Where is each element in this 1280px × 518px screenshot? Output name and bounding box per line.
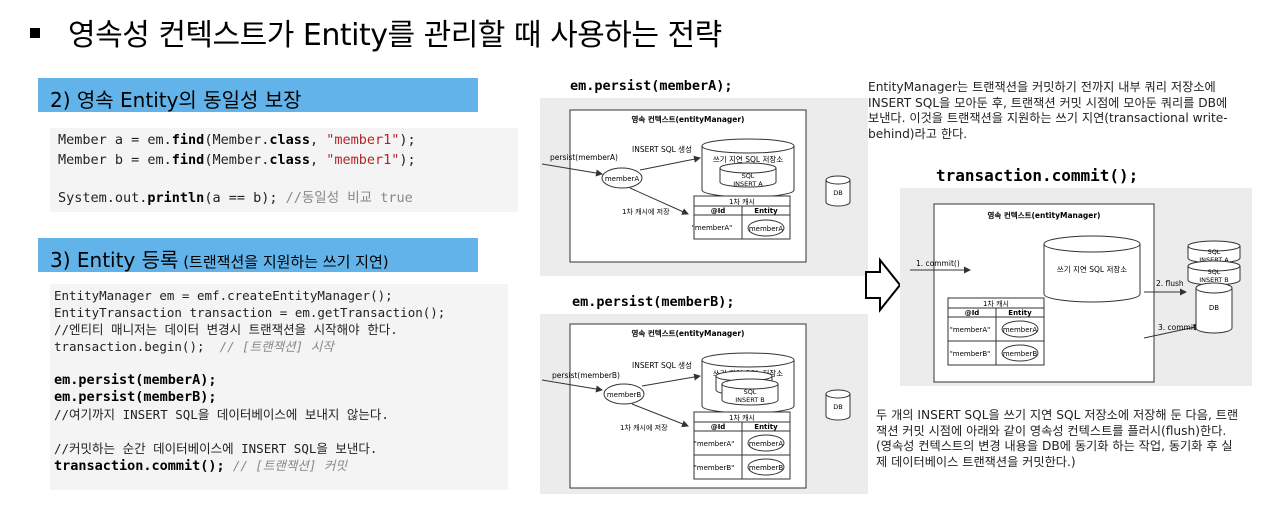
svg-text:INSERT B: INSERT B (735, 396, 765, 404)
db-cylinder (825, 180, 851, 207)
svg-text:memberA: memberA (749, 225, 784, 233)
svg-text:1. commit(): 1. commit() (916, 259, 960, 268)
svg-text:memberB: memberB (1003, 350, 1038, 358)
code-line-1: Member a = em.find(Member.class, "member… (58, 132, 416, 148)
code3-line-7: //여기까지 INSERT SQL을 데이터베이스에 보내지 않는다. (54, 407, 389, 422)
sql-store-cylinder (1043, 244, 1141, 303)
svg-text:memberA: memberA (1003, 326, 1038, 334)
svg-text:1차 캐시: 1차 캐시 (729, 413, 755, 422)
sql-insert-a-2: INSERT A (733, 180, 763, 188)
svg-text:INSERT B: INSERT B (1199, 276, 1229, 284)
diagram-a-svg: 영속 컨텍스트(entityManager) persist(memberA) … (541, 109, 851, 263)
db-cylinder (825, 394, 851, 421)
page-title: 영속성 컨텍스트가 Entity를 관리할 때 사용하는 전략 (30, 10, 722, 54)
diagram-a-panel: 영속 컨텍스트(entityManager) persist(memberA) … (540, 98, 868, 276)
svg-text:INSERT SQL 생성: INSERT SQL 생성 (632, 360, 692, 370)
section3-heading-subtext: (트랜잭션을 지원하는 쓰기 지연) (178, 253, 389, 271)
svg-text:"memberB": "memberB" (950, 350, 991, 358)
diagram-c-panel: 영속 컨텍스트(entityManager) 1. commit() 쓰기 지연… (900, 188, 1252, 386)
svg-text:"memberB": "memberB" (694, 464, 735, 472)
svg-text:memberB: memberB (607, 391, 642, 399)
diagram-b-panel: 영속 컨텍스트(entityManager) persist(memberB) … (540, 314, 868, 494)
svg-text:@Id: @Id (965, 309, 980, 317)
svg-text:3. commit: 3. commit (1158, 323, 1196, 332)
db-cylinder (1195, 288, 1233, 334)
code3-line-4: transaction.begin(); // [트랜잭션] 시작 (54, 339, 334, 354)
svg-text:1차 캐시: 1차 캐시 (983, 299, 1009, 308)
svg-text:DB: DB (1209, 304, 1219, 312)
section3-heading-text: 3) Entity 등록 (50, 248, 179, 272)
svg-text:SQL: SQL (1208, 268, 1221, 276)
svg-text:2. flush: 2. flush (1156, 279, 1184, 288)
code3-line-6: em.persist(memberB); (54, 389, 217, 405)
svg-text:DB: DB (833, 403, 842, 411)
svg-text:@Id: @Id (711, 423, 726, 431)
note-top: EntityManager는 트랜잭션을 커밋하기 전까지 내부 쿼리 저장소에… (868, 80, 1228, 141)
code-line-3: System.out.println(a == b); //동일성 비교 tru… (58, 190, 413, 206)
svg-text:memberA: memberA (749, 440, 784, 448)
section2-heading-text: 2) 영속 Entity의 동일성 보장 (50, 88, 302, 112)
svg-text:SQL: SQL (1208, 248, 1221, 256)
code3-line-3: //엔티티 매니저는 데이터 변경시 트랜잭션을 시작해야 한다. (54, 322, 398, 337)
sql-insert-a-1: SQL (742, 172, 755, 180)
diagram-b-heading: em.persist(memberB); (572, 294, 735, 310)
bullet-icon (30, 27, 40, 38)
persist-label: persist(memberA) (550, 153, 618, 162)
svg-text:"memberA": "memberA" (694, 440, 735, 448)
svg-text:쓰기 지연 SQL 저장소: 쓰기 지연 SQL 저장소 (1057, 264, 1127, 274)
page-title-text: 영속성 컨텍스트가 Entity를 관리할 때 사용하는 전략 (68, 18, 722, 53)
svg-text:1차 캐시에 저장: 1차 캐시에 저장 (620, 423, 668, 432)
diagram-b-svg: 영속 컨텍스트(entityManager) persist(memberB) … (541, 323, 851, 489)
svg-text:Entity: Entity (754, 423, 778, 431)
svg-text:"memberA": "memberA" (692, 224, 733, 232)
svg-text:@Id: @Id (711, 207, 726, 215)
diagram-c-heading: transaction.commit(); (936, 166, 1139, 185)
section2-code-block: Member a = em.find(Member.class, "member… (50, 128, 518, 212)
svg-text:SQL: SQL (744, 388, 757, 396)
code3-line-5: em.persist(memberA); (54, 372, 217, 388)
entity-node (603, 383, 645, 405)
svg-text:Entity: Entity (754, 207, 778, 215)
code3-line-9: transaction.commit(); // [트랜잭션] 커밋 (54, 458, 347, 474)
cache-store-label: 1차 캐시에 저장 (622, 207, 670, 216)
context-label: 영속 컨텍스트(entityManager) (631, 114, 744, 124)
svg-text:"memberA": "memberA" (950, 326, 991, 334)
svg-text:memberB: memberB (749, 464, 784, 472)
next-step-arrow-icon (865, 257, 902, 313)
code3-line-8: //커밋하는 순간 데이터베이스에 INSERT SQL을 보낸다. (54, 441, 378, 456)
code-line-2: Member b = em.find(Member.class, "member… (58, 152, 416, 168)
svg-text:INSERT A: INSERT A (1199, 256, 1229, 264)
svg-text:영속 컨텍스트(entityManager): 영속 컨텍스트(entityManager) (631, 328, 744, 338)
diagram-a-heading: em.persist(memberA); (570, 78, 733, 94)
note-bottom: 두 개의 INSERT SQL을 쓰기 지연 SQL 저장소에 저장해 둔 다음… (876, 408, 1239, 469)
svg-text:영속 컨텍스트(entityManager): 영속 컨텍스트(entityManager) (987, 210, 1100, 220)
svg-text:memberA: memberA (605, 175, 640, 183)
svg-text:Entity: Entity (1008, 309, 1032, 317)
insert-label: INSERT SQL 생성 (632, 144, 692, 154)
svg-text:persist(memberB): persist(memberB) (552, 371, 620, 380)
store-label: 쓰기 지연 SQL 저장소 (713, 154, 783, 164)
diagram-c-svg: 영속 컨텍스트(entityManager) 1. commit() 쓰기 지연… (910, 203, 1241, 383)
code3-line-1: EntityManager em = emf.createEntityManag… (54, 288, 393, 303)
section3-heading: 3) Entity 등록 (트랜잭션을 지원하는 쓰기 지연) (38, 238, 478, 272)
code3-line-2: EntityTransaction transaction = em.getTr… (54, 305, 446, 320)
entity-node (601, 167, 643, 189)
cache-label: 1차 캐시 (729, 197, 755, 206)
svg-text:DB: DB (833, 189, 842, 197)
section3-code-block: EntityManager em = emf.createEntityManag… (50, 284, 508, 490)
section2-heading: 2) 영속 Entity의 동일성 보장 (38, 78, 478, 112)
